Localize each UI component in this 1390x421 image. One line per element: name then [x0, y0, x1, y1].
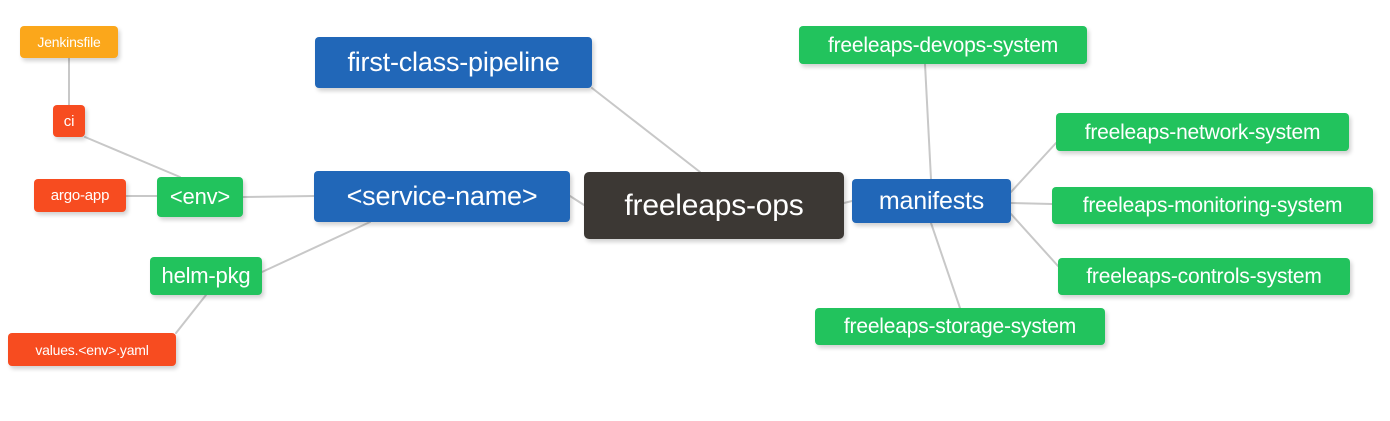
node-argoapp[interactable]: argo-app	[34, 179, 126, 212]
edge-manifests-to-network	[1010, 142, 1057, 193]
node-label: freeleaps-monitoring-system	[1082, 194, 1343, 217]
node-storage[interactable]: freeleaps-storage-system	[815, 308, 1105, 345]
node-root[interactable]: freeleaps-ops	[584, 172, 844, 239]
node-label: freeleaps-storage-system	[843, 315, 1077, 338]
node-label: argo-app	[50, 187, 110, 204]
node-label: first-class-pipeline	[347, 47, 560, 77]
edge-service-to-env	[242, 195, 315, 198]
node-env[interactable]: <env>	[157, 177, 243, 217]
node-label: <env>	[169, 184, 231, 209]
node-label: Jenkinsfile	[37, 34, 101, 50]
node-label: freeleaps-ops	[624, 188, 804, 222]
node-valuesyaml[interactable]: values.<env>.yaml	[8, 333, 176, 366]
node-jenkinsfile[interactable]: Jenkinsfile	[20, 26, 118, 58]
node-controls[interactable]: freeleaps-controls-system	[1058, 258, 1350, 295]
edge-manifests-to-monitoring	[1010, 202, 1053, 205]
node-label: freeleaps-devops-system	[828, 33, 1058, 57]
edge-helm-to-valuesyaml	[175, 294, 207, 334]
edge-root-to-service	[569, 195, 585, 206]
edge-root-to-pipeline	[591, 87, 701, 173]
node-network[interactable]: freeleaps-network-system	[1056, 113, 1349, 151]
edge-manifests-to-controls	[1010, 213, 1059, 267]
edge-service-to-helm	[261, 221, 371, 273]
node-service[interactable]: <service-name>	[314, 171, 570, 222]
node-label: <service-name>	[346, 181, 538, 211]
node-label: helm-pkg	[161, 263, 251, 288]
node-label: manifests	[878, 186, 985, 215]
edge-root-to-manifests	[843, 200, 853, 204]
node-pipeline[interactable]: first-class-pipeline	[315, 37, 592, 88]
edge-manifests-to-storage	[930, 222, 961, 309]
node-label: ci	[63, 112, 75, 130]
node-monitoring[interactable]: freeleaps-monitoring-system	[1052, 187, 1373, 224]
node-label: freeleaps-network-system	[1084, 120, 1321, 144]
node-helm[interactable]: helm-pkg	[150, 257, 262, 295]
node-devops[interactable]: freeleaps-devops-system	[799, 26, 1087, 64]
node-manifests[interactable]: manifests	[852, 179, 1011, 223]
edge-env-to-ci	[84, 136, 181, 178]
edge-manifests-to-devops	[924, 63, 932, 180]
node-label: values.<env>.yaml	[35, 341, 149, 358]
node-label: freeleaps-controls-system	[1086, 265, 1322, 288]
node-ci[interactable]: ci	[53, 105, 85, 137]
